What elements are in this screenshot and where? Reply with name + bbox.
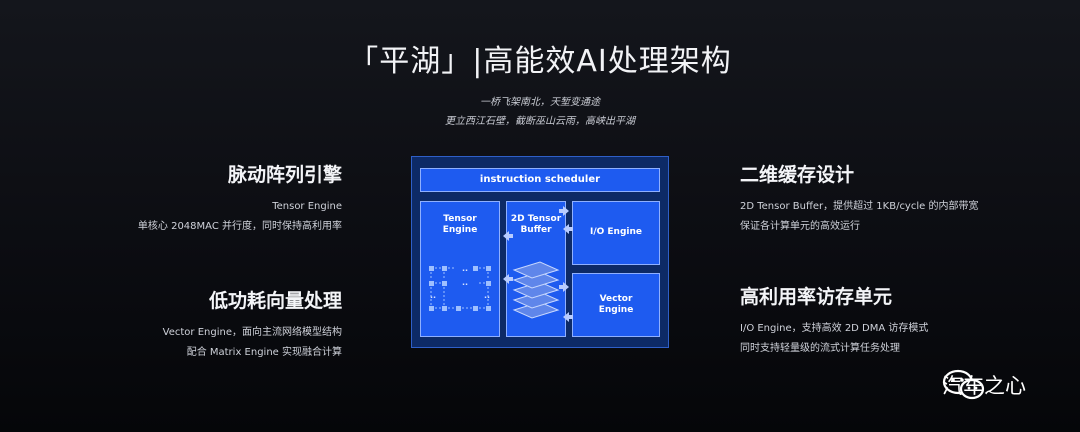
io-engine-block: I/O Engine [572,201,660,265]
feature-line: 单核心 2048MAC 并行度，同时保持高利用率 [137,221,342,232]
dataflow-arrows [503,206,573,322]
feature-title: 二维缓存设计 [740,164,855,186]
block-label: 2D Tensor [510,214,562,224]
feature-line: 保证各计算单元的高效运行 [740,221,860,232]
feature-tensor-engine: 脉动阵列引擎 Tensor Engine 单核心 2048MAC 并行度，同时保… [22,160,342,237]
block-label: I/O Engine [589,227,642,237]
vector-engine-block: Vector Engine [572,273,660,337]
feature-tensor-buffer: 二维缓存设计 2D Tensor Buffer，提供超过 1KB/cycle 的… [740,160,1060,237]
feature-title: 脉动阵列引擎 [227,164,342,186]
tensor-buffer-block: 2D Tensor Buffer [506,201,566,337]
svg-text:..: .. [462,278,468,287]
feature-line: 同时支持轻量级的流式计算任务处理 [740,343,900,354]
poem-line-2: 更立西江石壁，截断巫山云雨，高峡出平湖 [445,116,635,127]
poem-line-1: 一桥飞架南北，天堑变通途 [480,97,600,108]
wechat-icon [942,369,985,400]
block-label: Engine [442,225,478,235]
feature-title: 低功耗向量处理 [208,290,342,312]
svg-text:..: .. [430,291,436,300]
svg-text:..: .. [462,264,468,273]
brand-name: 汽车之心 [942,374,1026,398]
svg-text:..: .. [484,291,490,300]
feature-line: 2D Tensor Buffer，提供超过 1KB/cycle 的内部带宽 [740,201,979,212]
feature-line: Tensor Engine [272,201,342,212]
feature-title: 高利用率访存单元 [740,286,893,308]
tensor-engine-block: Tensor Engine ........ [420,201,500,337]
block-label: Engine [598,305,634,315]
systolic-array-icon: ........ [429,264,491,311]
feature-io-engine: 高利用率访存单元 I/O Engine，支持高效 2D DMA 访存模式 同时支… [740,282,1060,359]
feature-line: I/O Engine，支持高效 2D DMA 访存模式 [740,323,929,334]
feature-vector-engine: 低功耗向量处理 Vector Engine，面向主流网络模型结构 配合 Matr… [22,286,342,363]
block-label: Vector [599,294,633,304]
feature-line: 配合 Matrix Engine 实现融合计算 [186,347,342,358]
block-label: Buffer [520,225,552,235]
feature-line: Vector Engine，面向主流网络模型结构 [162,327,342,338]
block-label: Tensor [443,214,477,224]
page-title: 「平湖」|高能效AI处理架构 [348,44,732,79]
buffer-stack-icon [512,261,560,319]
instruction-scheduler-block: instruction scheduler [420,168,660,192]
architecture-diagram: instruction scheduler Tensor Engine ....… [411,156,669,348]
